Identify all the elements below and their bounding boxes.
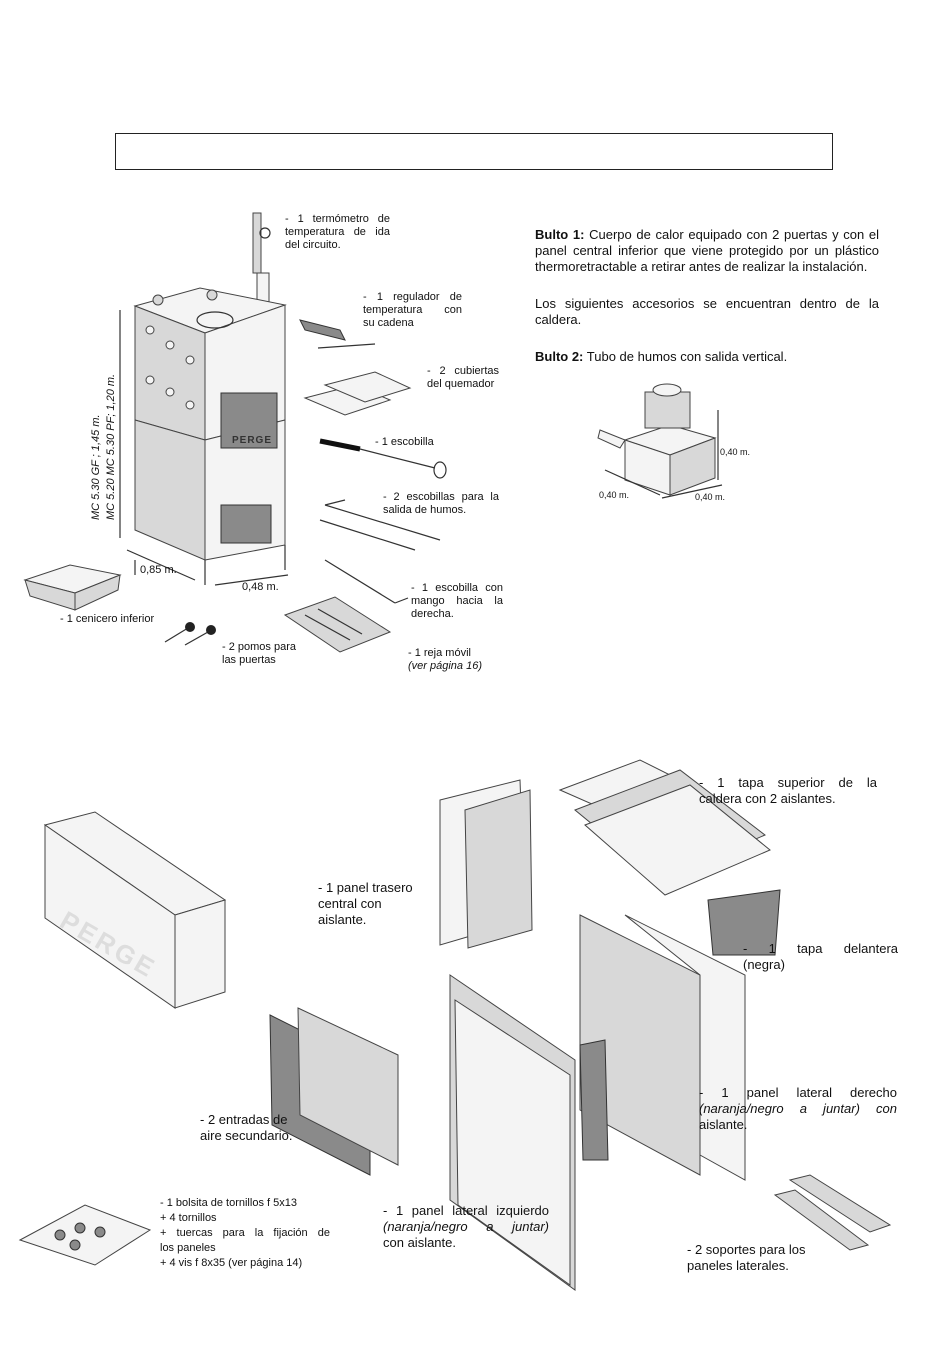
- regulator-label-end: su cadena: [363, 317, 414, 329]
- boiler-body-image: [119, 287, 289, 586]
- bulto1-paragraph-2: Los siguientes accesorios se encuentran …: [535, 296, 879, 327]
- right-panel-label: - 1 panel lateral derecho (naranja/negro…: [699, 1085, 897, 1116]
- ash-tray-image: [23, 564, 122, 611]
- left-panel-label: - 1 panel lateral izquierdo (naranja/neg…: [383, 1203, 549, 1234]
- front-cover-label-end: (negra): [743, 957, 785, 972]
- bulto2-paragraph: Bulto 2: Tubo de humos con salida vertic…: [535, 349, 879, 365]
- front-cover-label: - 1 tapa delantera: [743, 941, 898, 956]
- middle-strip-image: [579, 1039, 609, 1161]
- bulto2-text: Tubo de humos con salida vertical.: [586, 349, 788, 364]
- packaging-box-image: [43, 811, 227, 1009]
- knobs-image: [164, 622, 216, 646]
- burner-covers-label-end: del quemador: [427, 378, 495, 390]
- flue-brushes-label: - 2 escobillas para la: [383, 491, 499, 503]
- title-box: [115, 133, 833, 170]
- brush-image: [319, 438, 447, 479]
- supports-image: [773, 1174, 892, 1251]
- left-panel-label-end: con aislante.: [383, 1235, 456, 1250]
- burner-covers-image: [303, 371, 412, 416]
- thermometer-label-end: del circuito.: [285, 239, 341, 251]
- air-inlets-image: [269, 1007, 399, 1176]
- right-brush-image: [324, 559, 409, 604]
- front-cover-image: [707, 889, 781, 956]
- screw-bag-image: [18, 1204, 152, 1266]
- grate-image: [283, 596, 392, 653]
- bulto1-text: Cuerpo de calor equipado con 2 puertas y…: [535, 227, 879, 274]
- screws-label: - 1 bolsita de tornillos f 5x13 + 4 torn…: [160, 1197, 330, 1269]
- dim-height-total-label: MC 5.30 GF ; 1,45 m.: [90, 414, 102, 520]
- boiler-brand-label: PERGE: [232, 435, 273, 446]
- grate-label: - 1 reja móvil(ver página 16): [408, 647, 482, 672]
- top-cover-label: - 1 tapa superior de la: [699, 775, 877, 790]
- burner-covers-label: - 2 cubiertas: [427, 365, 499, 377]
- flue-brushes-label-end: salida de humos.: [383, 504, 467, 516]
- ash-tray-label: - 1 cenicero inferior: [60, 613, 155, 625]
- bulto2-title: Bulto 2:: [535, 349, 584, 364]
- rear-panel-image: [439, 779, 533, 949]
- dim-depth-label: 0,85 m.: [140, 564, 177, 576]
- flue-box-image: [597, 383, 723, 499]
- right-panel-image: [579, 914, 746, 1181]
- bulto2-dim-h: 0,40 m.: [720, 447, 751, 457]
- dim-height-low-label: MC 5.20 MC 5.30 PF; 1,20 m.: [105, 373, 117, 520]
- dim-width-label: 0,48 m.: [242, 581, 279, 593]
- left-panel-image: [449, 974, 576, 1291]
- regulator-image: [299, 319, 376, 349]
- bulto2-dim-r: 0,40 m.: [695, 492, 726, 502]
- brush-label: - 1 escobilla: [375, 436, 434, 448]
- flue-brushes-image: [319, 499, 441, 551]
- thermometer-image: [252, 212, 271, 310]
- right-brush-label-end: derecha.: [411, 608, 454, 620]
- bulto1-title: Bulto 1:: [535, 227, 585, 242]
- top-cover-label-end: caldera con 2 aislantes.: [699, 791, 836, 806]
- bulto2-dim-l: 0,40 m.: [599, 490, 630, 500]
- right-panel-label-end: aislante.: [699, 1117, 748, 1132]
- top-cover-image: [558, 759, 771, 896]
- bulto1-paragraph: Bulto 1: Cuerpo de calor equipado con 2 …: [535, 227, 879, 275]
